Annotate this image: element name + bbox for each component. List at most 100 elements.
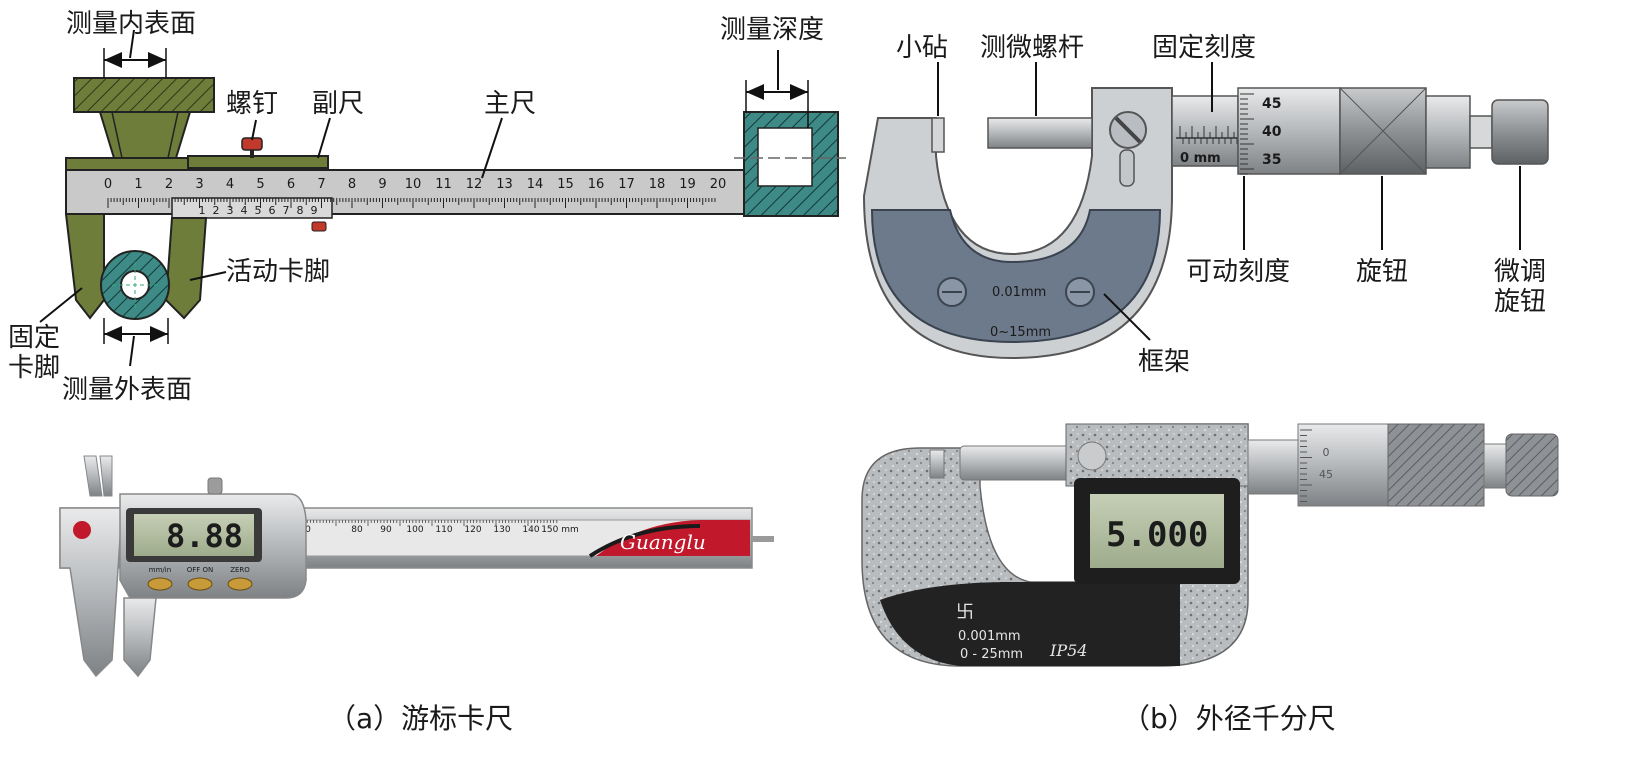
frame-resolution: 0.01mm	[992, 285, 1046, 300]
main-tick-label: 6	[287, 177, 295, 192]
label-movable-jaw: 活动卡脚	[226, 257, 330, 287]
vernier-tick-label: 4	[241, 204, 248, 217]
digital-scale-label: 110	[435, 525, 452, 535]
label-fixed-jaw-2: 卡脚	[8, 353, 60, 383]
inner-dimension	[103, 29, 167, 78]
dmic-range: 0 - 25mm	[960, 647, 1023, 662]
fixed-jaw-leader	[39, 287, 83, 323]
label-screw: 螺钉	[226, 89, 278, 119]
label-measure-inner: 测量内表面	[66, 9, 196, 39]
main-tick-label: 11	[435, 177, 452, 192]
movable-jaw	[164, 217, 208, 320]
screw-leader	[251, 119, 257, 141]
spindle	[987, 117, 1093, 149]
main-scale-leader	[481, 117, 503, 179]
main-tick-label: 18	[649, 177, 666, 192]
main-tick-label: 17	[618, 177, 635, 192]
thimble	[1237, 87, 1341, 175]
main-tick-label: 13	[496, 177, 513, 192]
vernier-tick-label: 1	[199, 204, 206, 217]
main-tick-label: 0	[104, 177, 112, 192]
dmic-thimble	[1297, 423, 1389, 507]
depth-dimension	[745, 50, 809, 128]
ratchet	[1491, 99, 1549, 165]
main-tick-label: 1	[134, 177, 142, 192]
frame-leader	[1103, 293, 1151, 341]
digital-scale-label: 140	[522, 525, 539, 535]
sleeve-unit: 0 mm	[1180, 151, 1221, 166]
main-tick-label: 8	[348, 177, 356, 192]
main-tick-label: 3	[195, 177, 203, 192]
digital-scale-label: 80	[351, 525, 363, 535]
dmic-lock-icon	[1077, 441, 1107, 471]
digital-movable-jaw	[123, 597, 157, 678]
main-tick-label: 14	[527, 177, 544, 192]
sleeve	[1171, 95, 1239, 167]
vernier-tick-label: 8	[297, 204, 304, 217]
main-tick-label: 20	[710, 177, 727, 192]
label-measure-outer: 测量外表面	[62, 375, 192, 405]
vernier-tick-label: 6	[269, 204, 276, 217]
main-tick-label: 9	[378, 177, 386, 192]
vernier-leader	[317, 117, 331, 159]
thimble-tick-label: 40	[1262, 124, 1282, 140]
vernier-tick-label: 7	[283, 204, 290, 217]
caliper-button-label: mm/in	[149, 566, 171, 574]
brand-stripe	[596, 520, 750, 556]
digital-scale-label: 150 mm	[541, 525, 579, 535]
vernier-tick-label: 2	[213, 204, 220, 217]
dmic-ip: IP54	[1049, 641, 1087, 660]
label-thimble-scale: 可动刻度	[1186, 257, 1290, 287]
inner-jaw	[73, 77, 215, 159]
digital-scale-label: 120	[464, 525, 481, 535]
dmic-thimble-label: 0	[1323, 446, 1330, 459]
caliper-button[interactable]	[227, 577, 253, 591]
caliper-button-label: ZERO	[230, 566, 250, 574]
digital-scale-label: 130	[493, 525, 510, 535]
frame-range: 0~15mm	[990, 325, 1051, 340]
main-tick-label: 12	[466, 177, 483, 192]
depth-block	[734, 111, 846, 217]
lcd-screen	[134, 514, 254, 556]
lock-screw-icon	[311, 221, 327, 232]
main-tick-label: 5	[256, 177, 264, 192]
digital-scale-label: 100	[406, 525, 423, 535]
outer-dimension	[103, 318, 169, 367]
caliper-head	[65, 157, 191, 171]
label-sleeve-scale: 固定刻度	[1152, 33, 1256, 63]
main-tick-label: 15	[557, 177, 574, 192]
main-tick-label: 2	[165, 177, 173, 192]
main-tick-label: 7	[317, 177, 325, 192]
digital-scale-label: 90	[380, 525, 392, 535]
dmic-thimble-ticks: 045	[1300, 429, 1333, 502]
caliper-button[interactable]	[147, 577, 173, 591]
label-ratchet-1: 微调	[1494, 257, 1546, 287]
label-measure-depth: 测量深度	[720, 15, 824, 45]
dmic-knob	[1387, 423, 1485, 507]
caption-b: （b）外径千分尺	[1122, 702, 1336, 735]
digital-fixed-jaw	[59, 507, 123, 678]
label-anvil: 小砧	[896, 33, 948, 63]
thimble-tick-label: 35	[1262, 152, 1281, 168]
frame-plate	[870, 209, 1162, 344]
anvil	[931, 117, 945, 153]
vernier-tick-label: 5	[255, 204, 262, 217]
movable-jaw-leader	[189, 271, 227, 281]
vernier-tick-label: 9	[311, 204, 318, 217]
main-tick-label: 4	[226, 177, 234, 192]
digital-micrometer-photo: 卐 0.001mm 0 - 25mm IP54 5.000 045	[861, 423, 1559, 667]
label-ratchet-2: 旋钮	[1494, 287, 1546, 317]
caption-a: （a）游标卡尺	[328, 702, 513, 735]
dmic-logo-icon: 卐	[956, 602, 974, 623]
vernier-tick-label: 3	[227, 204, 234, 217]
caliper-button[interactable]	[187, 577, 213, 591]
main-tick-label: 19	[679, 177, 696, 192]
label-knob: 旋钮	[1356, 257, 1408, 287]
